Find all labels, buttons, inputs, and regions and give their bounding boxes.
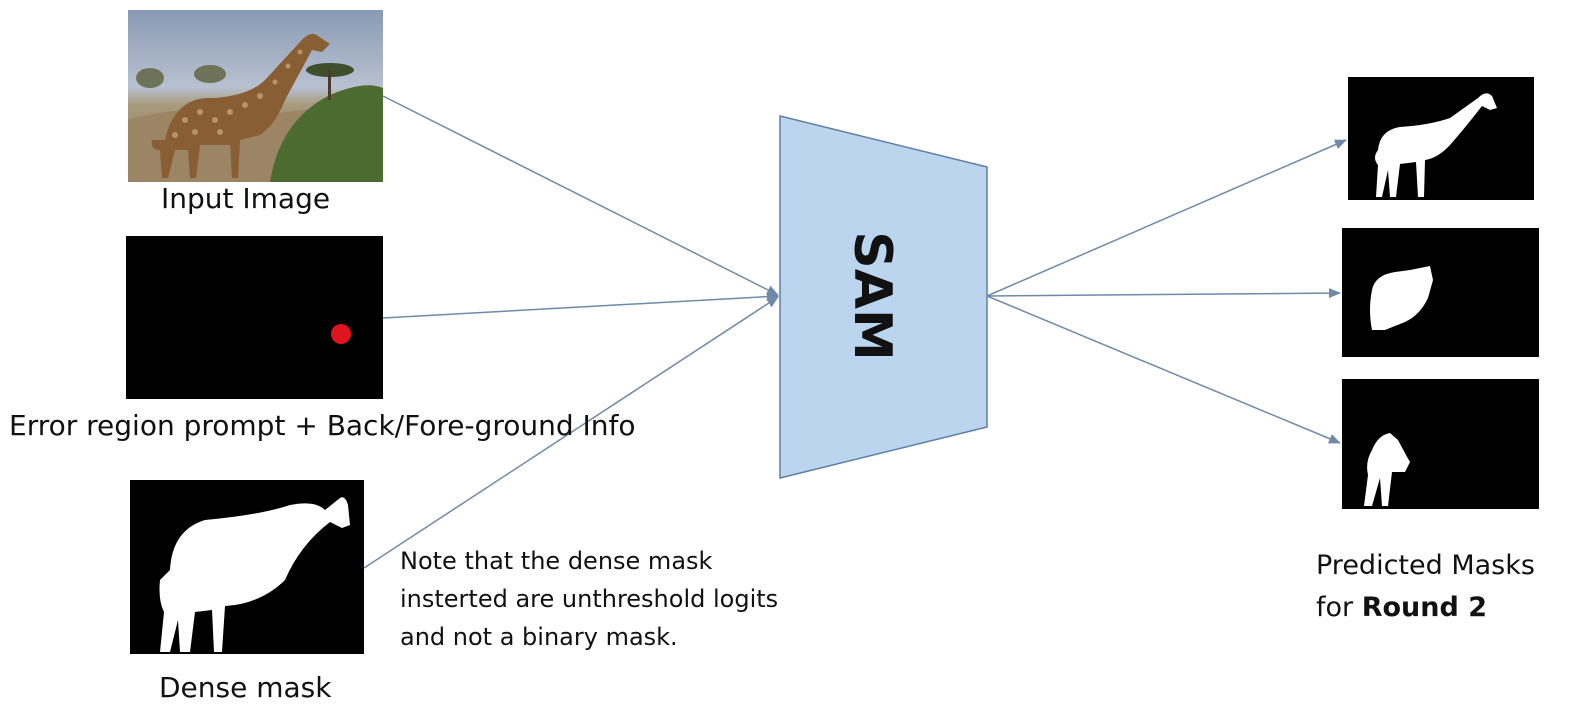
arrow-sam-to-mask-1 xyxy=(986,139,1347,297)
predicted-masks-line-2: for Round 2 xyxy=(1316,587,1535,629)
sam-label: SAM xyxy=(842,231,902,360)
note-line-1: Note that the dense mask xyxy=(400,547,713,575)
arrow-sam-to-mask-2 xyxy=(986,288,1341,299)
predicted-mask-3 xyxy=(1342,379,1539,509)
predicted-mask-2 xyxy=(1342,228,1539,357)
input-image xyxy=(128,10,383,182)
prompt-point xyxy=(331,324,351,344)
predicted-masks-line-1: Predicted Masks xyxy=(1316,550,1535,581)
arrow-image-to-sam xyxy=(382,95,779,296)
arrow-prompt-to-sam xyxy=(382,291,779,319)
round-label: Round 2 xyxy=(1361,592,1488,623)
prompt-image xyxy=(126,236,383,399)
arrow-sam-to-mask-3 xyxy=(986,295,1341,444)
note-line-2: insterted are unthreshold logits xyxy=(400,585,779,613)
predicted-masks-label: Predicted Masks for Round 2 xyxy=(1316,545,1535,629)
predicted-masks-prefix: for xyxy=(1316,592,1354,623)
note-line-3: and not a binary mask. xyxy=(400,623,678,651)
sam-block: SAM xyxy=(779,115,988,479)
dense-mask-note: Note that the dense mask insterted are u… xyxy=(400,542,778,656)
arrow-mask-to-sam xyxy=(363,296,779,569)
input-image-label: Input Image xyxy=(161,182,331,215)
dense-mask-image xyxy=(130,480,364,654)
dense-mask-label: Dense mask xyxy=(159,671,332,704)
predicted-mask-1 xyxy=(1348,77,1534,200)
prompt-label: Error region prompt + Back/Fore-ground I… xyxy=(9,409,636,442)
